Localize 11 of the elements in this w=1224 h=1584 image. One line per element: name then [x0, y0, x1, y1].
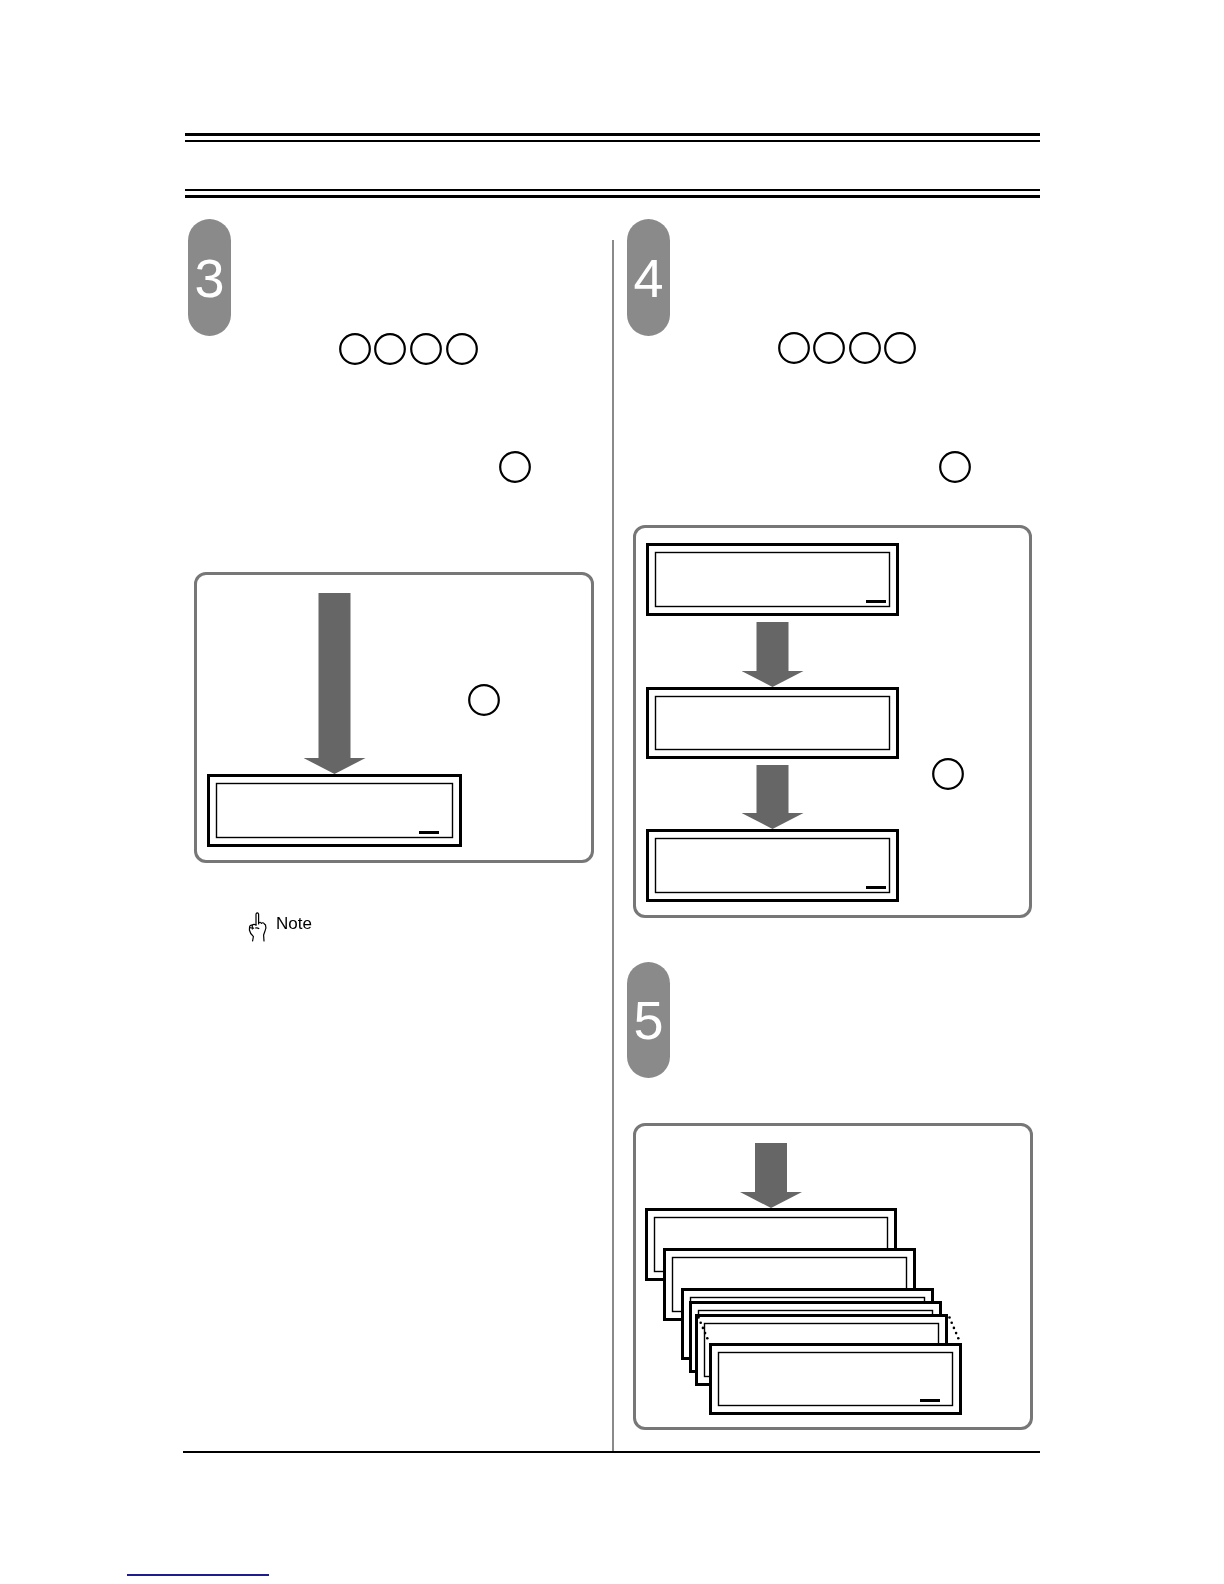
lcd-display — [207, 774, 462, 847]
step-number-badge: 3 — [188, 219, 231, 336]
block-arrow — [740, 1143, 802, 1208]
lcd-display — [646, 543, 899, 616]
lcd-display — [709, 1343, 962, 1415]
step-number-badge: 5 — [627, 962, 670, 1078]
note-heading: Note — [276, 914, 312, 934]
block-arrow — [303, 593, 366, 774]
step-number-badge: 4 — [627, 219, 670, 336]
lcd-display — [646, 829, 899, 902]
lcd-display — [646, 687, 899, 759]
